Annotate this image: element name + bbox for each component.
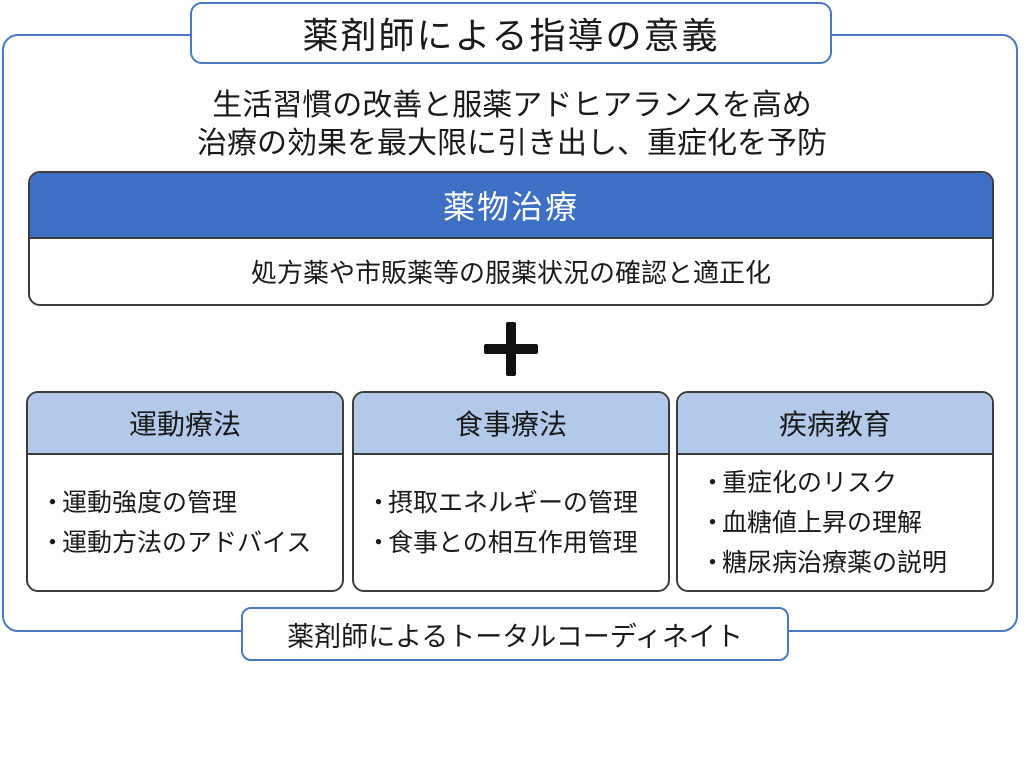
drug-therapy-box: 薬物治療 処方薬や市販薬等の服薬状況の確認と適正化: [28, 171, 994, 306]
list-item: ・運動強度の管理: [40, 483, 342, 523]
card-heading: 疾病教育: [678, 393, 992, 455]
card-body: ・運動強度の管理 ・運動方法のアドバイス: [28, 455, 342, 590]
card-item-list: ・重症化のリスク ・血糖値上昇の理解 ・糖尿病治療薬の説明: [700, 463, 992, 583]
bullet-icon: ・: [366, 487, 392, 517]
list-item-text: 血糖値上昇の理解: [722, 507, 923, 537]
list-item: ・糖尿病治療薬の説明: [700, 543, 992, 583]
list-item-text: 糖尿病治療薬の説明: [722, 547, 948, 577]
bullet-icon: ・: [700, 507, 726, 537]
card-item-list: ・摂取エネルギーの管理 ・食事との相互作用管理: [366, 483, 668, 563]
plus-icon: [484, 322, 538, 376]
footer-label: 薬剤師によるトータルコーディネイト: [241, 607, 789, 661]
bullet-icon: ・: [700, 547, 726, 577]
card-item-list: ・運動強度の管理 ・運動方法のアドバイス: [40, 483, 342, 563]
bullet-icon: ・: [700, 467, 726, 497]
bullet-icon: ・: [40, 527, 66, 557]
list-item: ・食事との相互作用管理: [366, 523, 668, 563]
card-body: ・重症化のリスク ・血糖値上昇の理解 ・糖尿病治療薬の説明: [678, 455, 992, 590]
diet-therapy-card: 食事療法 ・摂取エネルギーの管理 ・食事との相互作用管理: [352, 391, 670, 592]
drug-therapy-description: 処方薬や市販薬等の服薬状況の確認と適正化: [250, 259, 771, 289]
list-item-text: 重症化のリスク: [722, 467, 898, 497]
exercise-therapy-card: 運動療法 ・運動強度の管理 ・運動方法のアドバイス: [26, 391, 344, 592]
disease-education-card: 疾病教育 ・重症化のリスク ・血糖値上昇の理解 ・糖尿病治療薬の説明: [676, 391, 994, 592]
list-item-text: 食事との相互作用管理: [388, 527, 638, 557]
lead-line-2: 治療の効果を最大限に引き出し、重症化を予防: [197, 126, 827, 161]
bullet-icon: ・: [40, 487, 66, 517]
diagram-title: 薬剤師による指導の意義: [190, 2, 832, 64]
list-item: ・摂取エネルギーの管理: [366, 483, 668, 523]
card-heading: 運動療法: [28, 393, 342, 455]
card-heading: 食事療法: [354, 393, 668, 455]
list-item-text: 摂取エネルギーの管理: [388, 487, 639, 517]
list-item-text: 運動強度の管理: [62, 487, 238, 517]
list-item: ・運動方法のアドバイス: [40, 523, 342, 563]
list-item: ・重症化のリスク: [700, 463, 992, 503]
list-item-text: 運動方法のアドバイス: [62, 527, 312, 557]
drug-therapy-heading: 薬物治療: [30, 173, 992, 239]
lead-line-1: 生活習慣の改善と服薬アドヒアランスを高め: [212, 88, 812, 123]
card-body: ・摂取エネルギーの管理 ・食事との相互作用管理: [354, 455, 668, 590]
bullet-icon: ・: [366, 527, 392, 557]
list-item: ・血糖値上昇の理解: [700, 503, 992, 543]
